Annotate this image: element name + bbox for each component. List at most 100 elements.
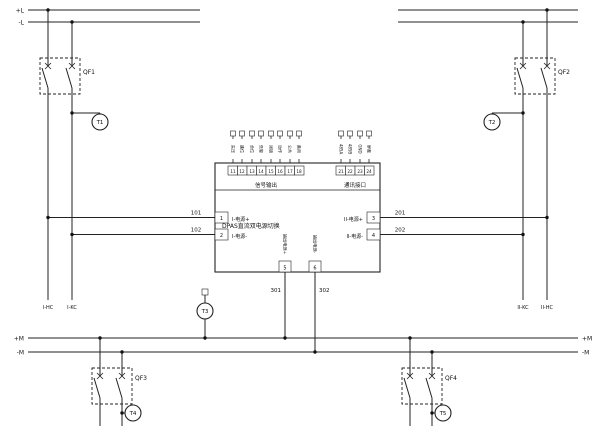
terminal-3-label: II-电源+ xyxy=(344,216,363,223)
signal-top-terminals xyxy=(230,130,372,137)
signal-wire-tag-4: 告警 xyxy=(259,145,265,153)
terminal-3-no: 3 xyxy=(372,216,375,222)
left-feeder-wires xyxy=(47,10,215,300)
terminal-5-no: 5 xyxy=(283,266,286,272)
qf2-breaker-box xyxy=(514,57,556,95)
signal-cell-7-no: 17 xyxy=(287,169,293,174)
qf1-breaker-box xyxy=(39,57,81,95)
qf3-label: QF3 xyxy=(135,375,147,382)
signal-cell-6-no: 16 xyxy=(277,169,283,174)
terminal-1-box xyxy=(214,211,229,224)
signal-cell-8 xyxy=(294,165,305,176)
terminal-4-label: II-电源- xyxy=(346,233,363,240)
junction-dots xyxy=(46,8,549,415)
feeder-label-i-neg: I-KC xyxy=(67,305,77,311)
signal-cell-8-no: 18 xyxy=(296,169,302,174)
wire-label-301: 301 xyxy=(271,288,282,294)
signal-group-label: 信号输出 xyxy=(255,181,277,189)
wire-label-101: 101 xyxy=(191,211,202,217)
comm-cell-2-no: 22 xyxy=(347,169,353,174)
terminal-2-no: 2 xyxy=(220,233,223,239)
comm-wire-tag-1: 485A xyxy=(339,144,344,155)
wire-label-302: 302 xyxy=(319,288,330,294)
bus-label-bottom-right-neg: -M xyxy=(582,350,589,357)
wiring xyxy=(47,10,548,426)
signal-top-terminal-6 xyxy=(277,130,283,137)
signal-cell-1-no: 11 xyxy=(230,169,236,174)
voltage-monitors xyxy=(91,113,501,422)
qf4-pole-wires xyxy=(409,338,435,426)
terminal-5-box xyxy=(278,260,292,273)
bus-label-bottom-right-pos: +M xyxy=(582,336,592,343)
relay-t1-label: T1 xyxy=(96,120,104,126)
relay-t1-circle xyxy=(91,113,109,131)
output-terminals xyxy=(278,260,322,273)
relay-t3-label: T3 xyxy=(201,309,209,315)
signal-wire-tag-2: 跳位 xyxy=(240,145,246,153)
breaker-symbols xyxy=(39,57,556,405)
comm-top-terminal-3 xyxy=(357,130,363,137)
signal-top-terminal-2 xyxy=(239,130,245,137)
signal-top-terminal-7 xyxy=(287,130,293,137)
terminal-6-no: 6 xyxy=(313,266,316,272)
terminal-2-box xyxy=(214,228,229,241)
qf3-breaker-box xyxy=(91,367,133,405)
comm-group-label: 通讯接口 xyxy=(344,181,366,189)
device-block xyxy=(214,162,381,273)
feeder-label-ii-neg: II-KC xyxy=(517,305,529,311)
qf3-pole-wires xyxy=(99,338,125,426)
comm-cell-1-no: 21 xyxy=(338,169,344,174)
comm-top-terminal-2 xyxy=(347,130,353,137)
signal-wire-tag-1: 失压 xyxy=(231,145,237,153)
signal-top-terminal-3 xyxy=(249,130,255,137)
comm-cell-4 xyxy=(364,165,375,176)
bus-label-bottom-left-neg: -M xyxy=(17,350,24,357)
terminal-1-label: I-电源+ xyxy=(232,216,249,223)
bus-label-bottom-left-pos: +M xyxy=(14,336,24,343)
signal-wire-tag-5: 闭锁 xyxy=(269,145,275,153)
signal-top-terminal-8 xyxy=(296,130,302,137)
qf4-breaker-box xyxy=(401,367,443,405)
qf2-label: QF2 xyxy=(558,69,570,76)
comm-wire-tag-2: 485B xyxy=(348,144,353,155)
signal-top-terminal-5 xyxy=(268,130,274,137)
terminal-3-box xyxy=(366,211,381,224)
signal-cell-4-no: 14 xyxy=(258,169,264,174)
terminal-4-box xyxy=(366,228,381,241)
output-wires xyxy=(204,272,316,352)
comm-top-terminal-4 xyxy=(366,130,372,137)
terminal-4-no: 4 xyxy=(372,233,375,239)
qf1-label: QF1 xyxy=(83,69,95,76)
qf4-label: QF4 xyxy=(445,375,457,382)
breaker-blades xyxy=(41,67,548,399)
device-title: DPAS直流双电源切换 xyxy=(222,222,280,230)
signal-cell-2-no: 12 xyxy=(239,169,245,174)
terminal-6-box xyxy=(308,260,322,273)
feeder-label-i-pos: I-HC xyxy=(43,305,54,311)
bus-lines xyxy=(28,9,578,353)
signal-wire-tag-6: 动作 xyxy=(278,145,284,153)
comm-cell-4-no: 24 xyxy=(366,169,372,174)
signal-top-terminal-4 xyxy=(258,130,264,137)
signal-terminal-cells xyxy=(227,165,375,176)
signal-wire-tag-3: 合位 xyxy=(250,145,256,153)
relay-t3-top-terminal xyxy=(201,288,209,296)
signal-wire-tag-7: 公共 xyxy=(288,145,294,153)
breaker-contact-crosses xyxy=(44,62,551,380)
comm-top-terminal-1 xyxy=(338,130,344,137)
feeder-label-ii-pos: II-HC xyxy=(541,305,554,311)
signal-stub-wires xyxy=(232,136,370,163)
relay-t4-label: T4 xyxy=(129,411,137,417)
terminal-1-no: 1 xyxy=(220,216,223,222)
signal-wire-tag-8: 备用 xyxy=(297,145,303,153)
terminal-6-label: 输出电源- xyxy=(312,235,319,254)
bottom-bus xyxy=(28,337,578,353)
comm-wire-tag-3: GND xyxy=(358,144,363,153)
top-right-bus xyxy=(398,9,578,23)
comm-cell-3-no: 23 xyxy=(357,169,363,174)
signal-cell-5-no: 15 xyxy=(268,169,274,174)
bus-label-top-left-neg: -L xyxy=(18,20,24,27)
top-left-bus xyxy=(28,9,200,23)
